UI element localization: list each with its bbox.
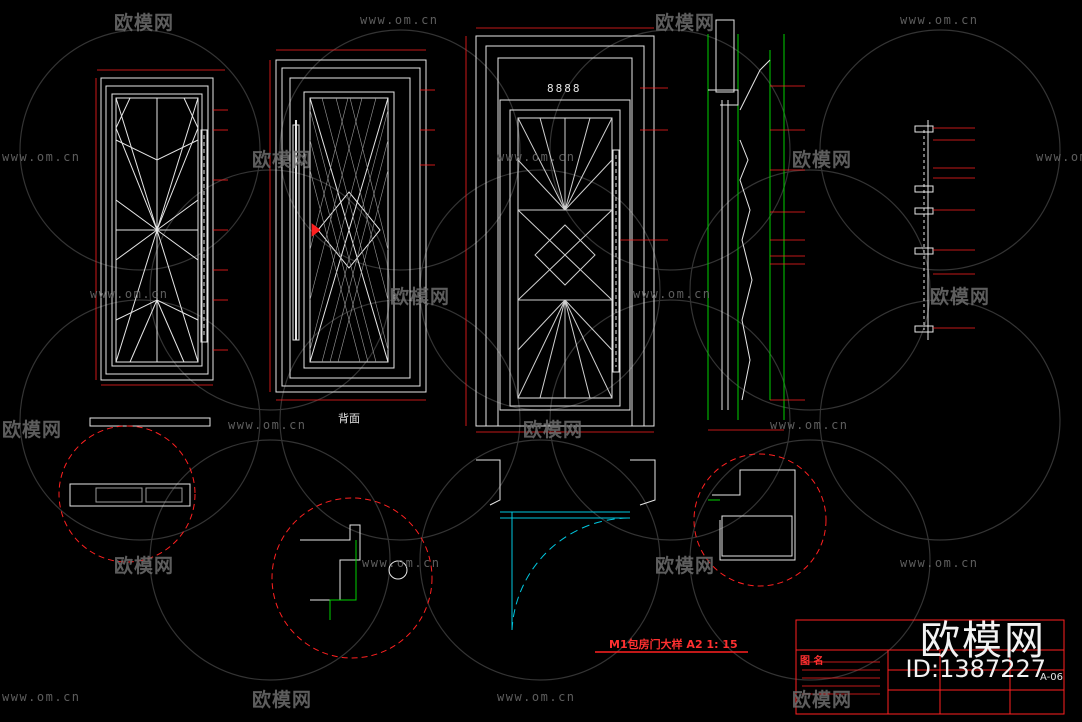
- vertical-section: [707, 19, 785, 420]
- watermark-url: www.om.cn: [497, 690, 576, 704]
- watermark-url: www.om.cn: [360, 13, 439, 27]
- watermark-url: www.om.cn: [900, 556, 979, 570]
- hinge-detail: [914, 120, 934, 340]
- door-front-elevation: [100, 77, 214, 381]
- door-back-hatch: [309, 97, 389, 363]
- watermark-brand: 欧模网: [930, 286, 991, 308]
- watermark-brand: 欧模网: [792, 689, 853, 711]
- watermark-brand: 欧模网: [655, 12, 716, 34]
- sheet-code: A-06: [1040, 672, 1063, 683]
- watermark-brand: 欧模网: [252, 689, 313, 711]
- watermark-brand: 欧模网: [114, 12, 175, 34]
- hinge-detail-annotations: [933, 127, 975, 329]
- watermark-url: www.om.cn: [1036, 150, 1082, 164]
- watermark-circles: [19, 29, 1061, 681]
- plan-detail-right: [693, 453, 827, 587]
- door-frame-elevation: [475, 35, 655, 427]
- watermark-brand: 欧模网: [523, 419, 584, 441]
- door-front-annotations: [95, 69, 228, 386]
- watermark-url: www.om.cn: [900, 13, 979, 27]
- plan-detail-mid: [271, 497, 433, 659]
- watermark-url: www.om.cn: [497, 150, 576, 164]
- watermark-brand: 欧模网: [655, 555, 716, 577]
- watermark-brand: 欧模网: [792, 149, 853, 171]
- drawing-title: M1包房门大样 A2 1: 15: [609, 638, 738, 651]
- door-back-annotations: [269, 49, 435, 401]
- back-view-label: 背面: [338, 411, 360, 425]
- title-block: [795, 619, 1065, 715]
- watermark-brand: 欧模网: [114, 555, 175, 577]
- door-frame-annotations: [465, 27, 668, 433]
- watermark-url: www.om.cn: [2, 690, 81, 704]
- watermark-url: www.om.cn: [2, 150, 81, 164]
- watermark-url: www.om.cn: [228, 418, 307, 432]
- watermark-url: www.om.cn: [362, 556, 441, 570]
- plan-detail-left: [58, 417, 211, 563]
- watermark-brand: 欧模网: [252, 149, 313, 171]
- titleblock-label: 图 名: [800, 656, 824, 667]
- plan-detail-door-swing: [476, 459, 656, 631]
- door-number-plate: 8888: [547, 82, 582, 95]
- watermark-url: www.om.cn: [633, 287, 712, 301]
- watermark-brand: 欧模网: [390, 286, 451, 308]
- watermark-brand-large: 欧模网: [920, 618, 1046, 664]
- watermark-url: www.om.cn: [770, 418, 849, 432]
- title-block-text-lines: [802, 661, 880, 695]
- vertical-section-annotations: [708, 85, 805, 431]
- watermark-id: ID:1387227: [905, 655, 1046, 683]
- watermark-brand: 欧模网: [2, 419, 63, 441]
- door-back-elevation: [275, 59, 427, 393]
- watermark-url: www.om.cn: [90, 287, 169, 301]
